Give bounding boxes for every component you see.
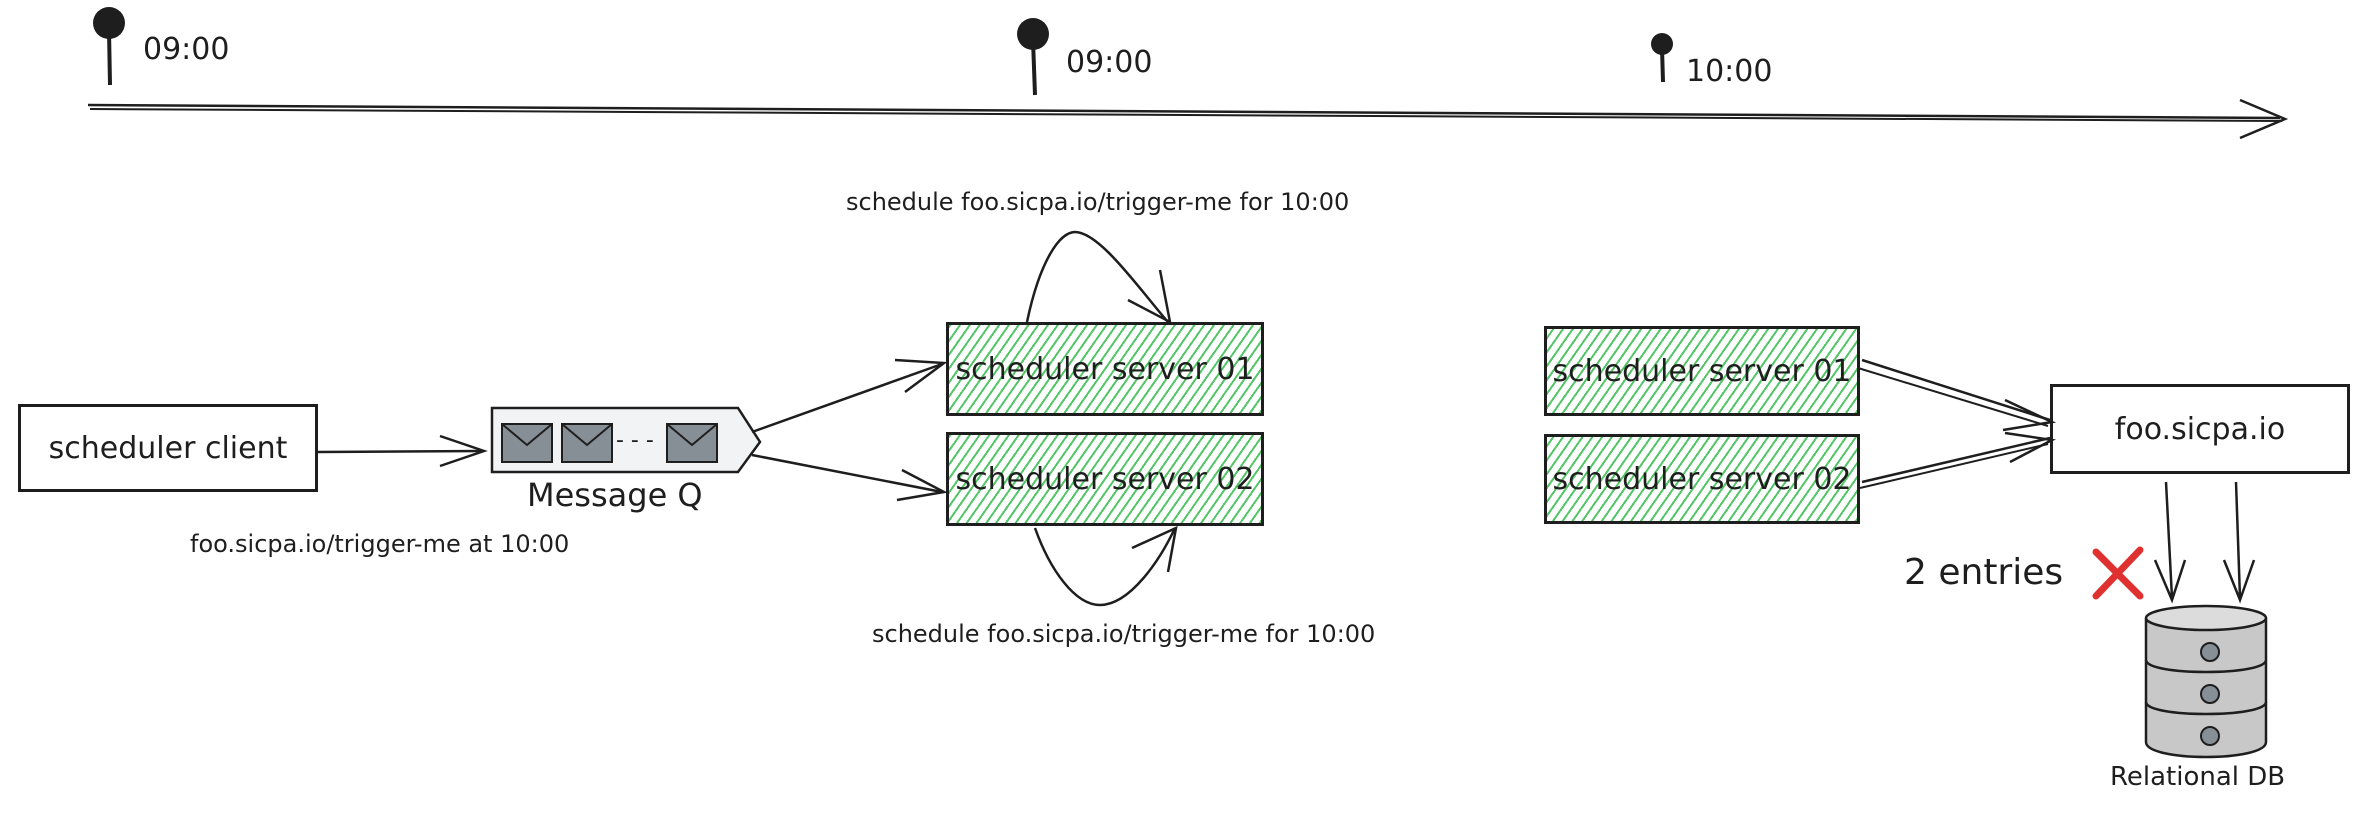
client-request-label: foo.sicpa.io/trigger-me at 10:00 bbox=[190, 530, 570, 558]
queue-ellipsis: - - - bbox=[616, 428, 654, 453]
arrow-client-to-queue bbox=[317, 434, 488, 468]
scheduler-server-02-left-label: scheduler server 02 bbox=[955, 461, 1255, 497]
timeline-pin-2 bbox=[1017, 18, 1049, 96]
scheduler-server-02-right-label: scheduler server 02 bbox=[1552, 461, 1852, 497]
loop-arrow-top bbox=[1025, 230, 1172, 325]
cross-icon bbox=[2092, 546, 2144, 600]
scheduler-client-label: scheduler client bbox=[48, 430, 288, 466]
scheduler-server-01-right-label: scheduler server 01 bbox=[1552, 353, 1852, 389]
loop-arrow-bottom bbox=[1033, 525, 1178, 607]
timeline-pin-3 bbox=[1651, 33, 1673, 83]
message-queue-label: Message Q bbox=[527, 476, 703, 514]
timeline-label-2: 09:00 bbox=[1066, 45, 1153, 80]
loop-bottom-label: schedule foo.sicpa.io/trigger-me for 10:… bbox=[872, 620, 1376, 648]
arrow-server-01-to-target bbox=[1857, 358, 2057, 432]
timeline-arrow bbox=[87, 98, 2289, 140]
scheduler-server-01-left: scheduler server 01 bbox=[946, 322, 1264, 416]
scheduler-client-box: scheduler client bbox=[18, 404, 318, 492]
timeline-label-1: 09:00 bbox=[143, 32, 230, 67]
timeline-label-3: 10:00 bbox=[1686, 54, 1773, 89]
arrow-target-to-db-1 bbox=[2153, 481, 2187, 604]
arrow-server-02-to-target bbox=[1859, 431, 2056, 489]
arrow-target-to-db-2 bbox=[2222, 481, 2256, 604]
database-icon bbox=[2144, 604, 2268, 759]
arrow-queue-to-server-01 bbox=[751, 358, 948, 434]
envelope-icon bbox=[561, 423, 613, 463]
database-label: Relational DB bbox=[2110, 762, 2286, 792]
scheduler-server-02-right: scheduler server 02 bbox=[1544, 434, 1860, 524]
target-service-box: foo.sicpa.io bbox=[2050, 384, 2350, 474]
entries-label: 2 entries bbox=[1904, 552, 2064, 593]
arrow-queue-to-server-02 bbox=[751, 453, 948, 502]
scheduler-server-02-left: scheduler server 02 bbox=[946, 432, 1264, 526]
envelope-icon bbox=[501, 423, 553, 463]
scheduler-server-01-right: scheduler server 01 bbox=[1544, 326, 1860, 416]
message-queue-icon bbox=[490, 406, 762, 474]
target-service-label: foo.sicpa.io bbox=[2114, 411, 2286, 447]
loop-top-label: schedule foo.sicpa.io/trigger-me for 10:… bbox=[846, 188, 1350, 216]
scheduler-server-01-left-label: scheduler server 01 bbox=[955, 351, 1255, 387]
timeline-pin-1 bbox=[93, 7, 125, 86]
envelope-icon bbox=[666, 423, 718, 463]
